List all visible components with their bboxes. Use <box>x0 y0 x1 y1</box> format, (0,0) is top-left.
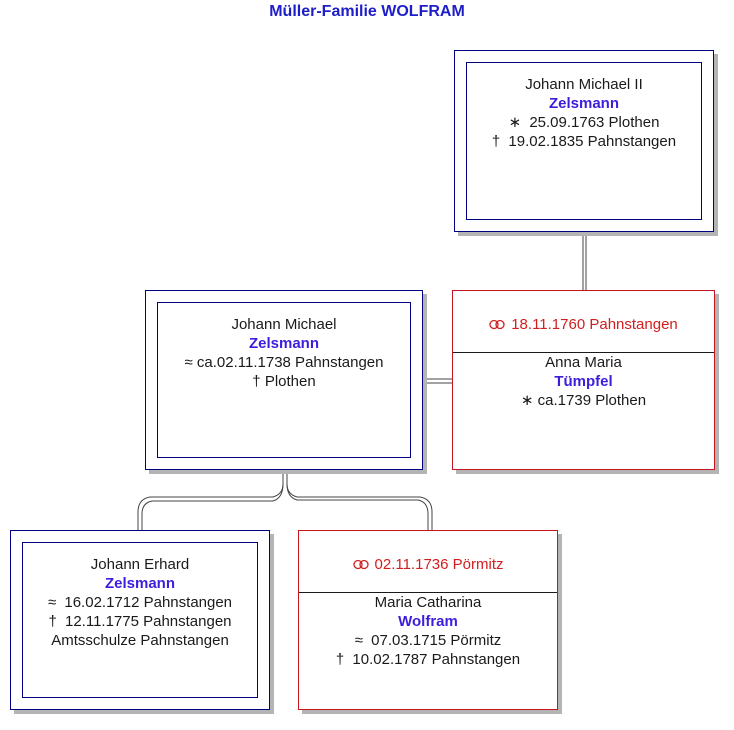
baptism-line: ≈ 16.02.1712 Pahnstangen <box>11 593 269 612</box>
death-icon: † <box>491 133 501 150</box>
death-value: 10.02.1787 Pahnstangen <box>352 651 521 668</box>
person-box-father[interactable]: Johann Michael Zelsmann ≈ ca.02.11.1738 … <box>145 290 423 470</box>
death-icon: † <box>48 613 57 630</box>
baptism-value: ca.02.11.1738 Pahnstangen <box>196 354 384 371</box>
spouse-box-child[interactable]: 02.11.1736 Pörmitz Maria Catharina Wolfr… <box>298 530 558 710</box>
surname: Zelsmann <box>548 95 620 112</box>
death-line: † 12.11.1775 Pahnstangen <box>11 612 269 631</box>
given-name: Anna Maria <box>545 354 622 371</box>
person-box-inner-border <box>466 62 702 220</box>
divider <box>299 592 557 593</box>
person-box-inner-border <box>157 302 411 458</box>
baptism-line: ≈ ca.02.11.1738 Pahnstangen <box>146 353 422 372</box>
surname: Zelsmann <box>104 575 176 592</box>
baptism-value: 16.02.1712 Pahnstangen <box>64 594 233 611</box>
death-line: † 19.02.1835 Pahnstangen <box>455 132 713 151</box>
death-value: 12.11.1775 Pahnstangen <box>64 613 232 630</box>
given-name: Johann Michael <box>231 316 337 333</box>
given-name: Maria Catharina <box>374 594 482 611</box>
person-box-child[interactable]: Johann Erhard Zelsmann ≈ 16.02.1712 Pahn… <box>10 530 270 710</box>
baptism-value: 07.03.1715 Pörmitz <box>371 632 502 649</box>
given-name: Johann Michael II <box>525 76 643 93</box>
marriage-line: 02.11.1736 Pörmitz <box>299 555 557 574</box>
birth-line: ∗ 25.09.1763 Plothen <box>455 113 713 132</box>
page-title: Müller-Familie WOLFRAM <box>269 3 465 20</box>
marriage-value: 18.11.1760 Pahnstangen <box>511 316 678 333</box>
birth-icon: ∗ <box>520 392 534 409</box>
baptism-icon: ≈ <box>184 354 193 371</box>
baptism-icon: ≈ <box>47 594 57 611</box>
surname: Wolfram <box>398 613 458 630</box>
birth-value: ca.1739 Plothen <box>537 392 647 409</box>
birth-line: ∗ ca.1739 Plothen <box>453 391 714 410</box>
death-line: † 10.02.1787 Pahnstangen <box>299 650 557 669</box>
death-icon: † <box>335 651 345 668</box>
death-value: 19.02.1835 Pahnstangen <box>508 133 677 150</box>
baptism-icon: ≈ <box>354 632 363 649</box>
marriage-value: 02.11.1736 Pörmitz <box>374 556 504 573</box>
death-value: Plothen <box>264 373 316 390</box>
birth-value: 25.09.1763 Plothen <box>529 114 660 131</box>
divider <box>453 352 714 353</box>
occupation: Amtsschulze Pahnstangen <box>51 632 229 649</box>
surname: Tümpfel <box>554 373 613 390</box>
wedding-rings-icon <box>489 319 505 330</box>
person-box-grandfather[interactable]: Johann Michael II Zelsmann ∗ 25.09.1763 … <box>454 50 714 232</box>
spouse-box-father[interactable]: 18.11.1760 Pahnstangen Anna Maria Tümpfe… <box>452 290 715 470</box>
person-box-inner-border <box>22 542 258 698</box>
wedding-rings-icon <box>352 559 369 570</box>
death-icon: † <box>252 373 261 390</box>
baptism-line: ≈ 07.03.1715 Pörmitz <box>299 631 557 650</box>
death-line: † Plothen <box>146 372 422 391</box>
surname: Zelsmann <box>248 335 320 352</box>
given-name: Johann Erhard <box>90 556 190 573</box>
birth-icon: ∗ <box>508 114 522 131</box>
marriage-line: 18.11.1760 Pahnstangen <box>453 315 714 334</box>
